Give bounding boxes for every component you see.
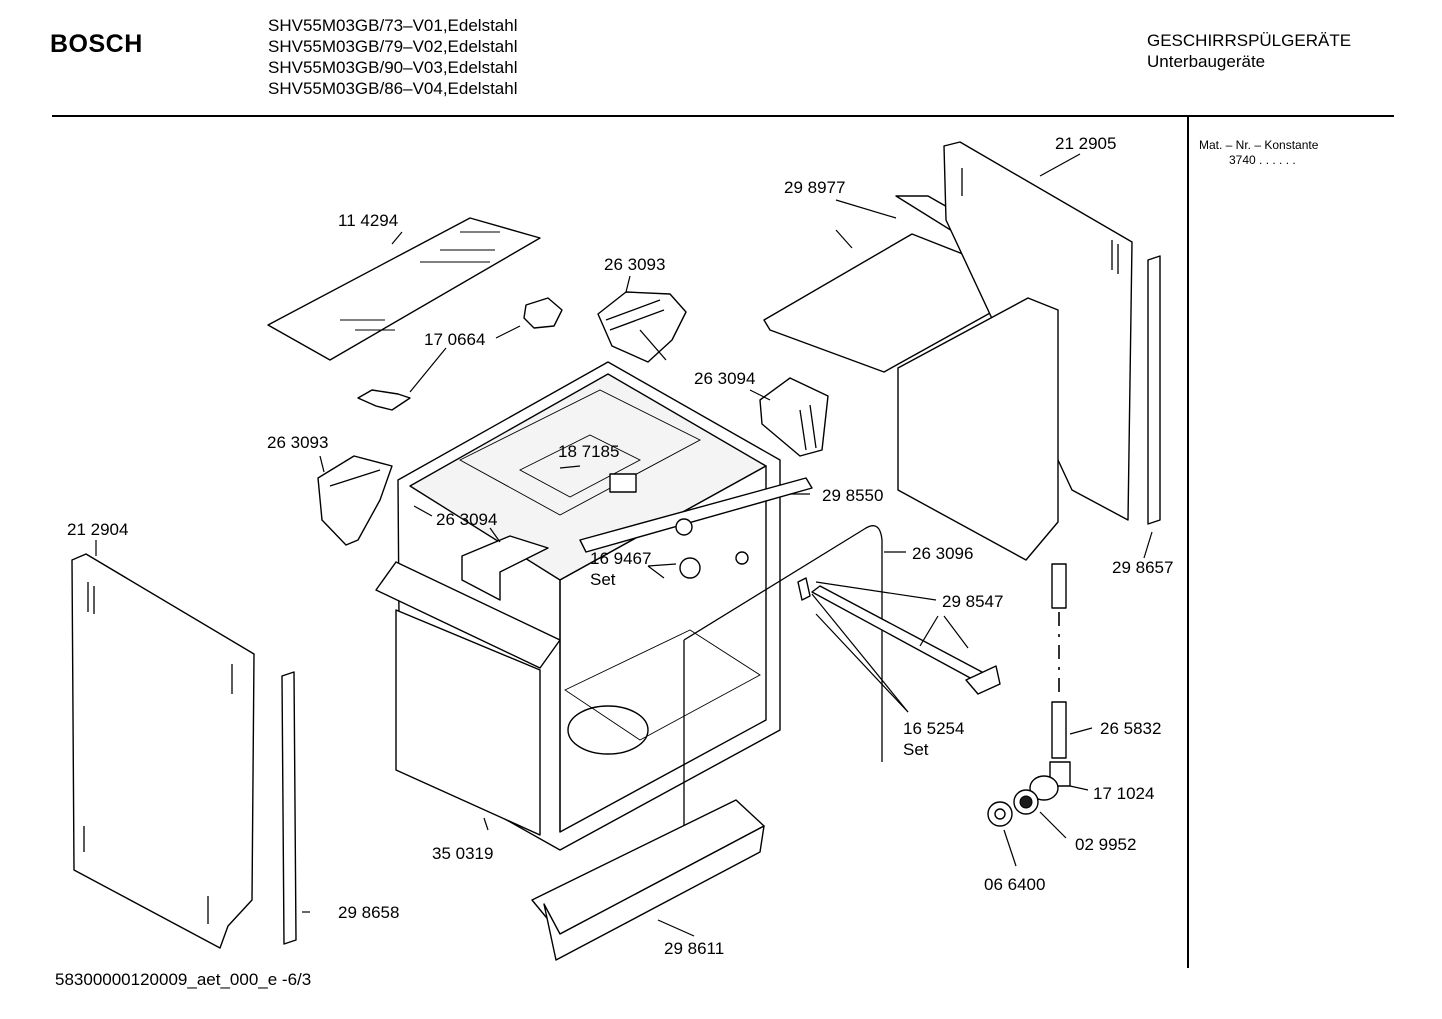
- model-line: SHV55M03GB/86–V04,Edelstahl: [268, 79, 518, 98]
- part-label: 21 2905: [1055, 134, 1117, 153]
- part-clip: [609, 473, 637, 493]
- part-mounting-brackets: [357, 297, 563, 411]
- part-front-panel: [375, 561, 561, 836]
- part-hinge-cover-left: [317, 455, 393, 546]
- part-label: 06 6400: [984, 875, 1046, 894]
- part-label: 17 1024: [1093, 784, 1155, 803]
- leader-lines: [95, 153, 1153, 937]
- model-line: SHV55M03GB/90–V03,Edelstahl: [268, 58, 518, 77]
- part-hinge-cover-right: [759, 377, 829, 457]
- part-fitting: [1029, 761, 1071, 801]
- brand-logo: BOSCH: [50, 30, 143, 58]
- side-note-value: 3740 . . . . . .: [1229, 153, 1296, 167]
- part-hose: [1051, 563, 1067, 759]
- part-label: 26 3096: [912, 544, 974, 563]
- part-side-panel-right: [897, 141, 1133, 561]
- part-seal-strip: [579, 477, 813, 553]
- part-label: 35 0319: [432, 844, 494, 863]
- part-label: 16 5254: [903, 719, 965, 738]
- part-label: 26 3094: [694, 369, 756, 388]
- part-spray-arm: [797, 577, 1001, 695]
- category-title: GESCHIRRSPÜLGERÄTE: [1147, 31, 1352, 50]
- part-label: Set: [903, 740, 929, 759]
- model-list: SHV55M03GB/73–V01,Edelstahl SHV55M03GB/7…: [268, 15, 518, 99]
- part-label: 18 7185: [558, 442, 620, 461]
- part-insulation-mat: [267, 217, 541, 361]
- side-note: Mat. – Nr. – Konstante 3740 . . . . . .: [1199, 138, 1318, 168]
- category-block: GESCHIRRSPÜLGERÄTE Unterbaugeräte: [1147, 30, 1351, 72]
- part-side-panel-left: [71, 553, 255, 949]
- part-label: 26 3094: [436, 510, 498, 529]
- category-subtitle: Unterbaugeräte: [1147, 52, 1266, 71]
- header-divider: [52, 115, 1394, 117]
- part-label: 29 8977: [784, 178, 846, 197]
- part-label: 02 9952: [1075, 835, 1137, 854]
- part-edge-strip-right: [1147, 255, 1161, 525]
- part-label: Set: [590, 570, 616, 589]
- part-label: 26 3093: [604, 255, 666, 274]
- part-label: 26 5832: [1100, 719, 1162, 738]
- part-label: 26 3093: [267, 433, 329, 452]
- part-hinge-cover-middle: [461, 535, 549, 601]
- part-label: 29 8611: [664, 939, 725, 958]
- part-door-seal: [683, 525, 883, 844]
- part-label: 29 8658: [338, 903, 400, 922]
- part-label: 29 8550: [822, 486, 884, 505]
- part-label: 17 0664: [424, 330, 486, 349]
- side-note-label: Mat. – Nr. – Konstante: [1199, 138, 1319, 152]
- part-hinge-cover-top: [597, 291, 687, 363]
- model-line: SHV55M03GB/79–V02,Edelstahl: [268, 37, 518, 56]
- part-label: 29 8547: [942, 592, 1004, 611]
- part-edge-strip-left: [281, 671, 297, 945]
- part-label: 16 9467: [590, 549, 652, 568]
- part-plinth-face: [543, 825, 765, 961]
- part-label: 21 2904: [67, 520, 129, 539]
- part-label: 11 4294: [338, 211, 399, 230]
- part-set-169467: [675, 518, 749, 579]
- side-divider: [1187, 116, 1189, 968]
- model-line: SHV55M03GB/73–V01,Edelstahl: [268, 16, 518, 35]
- part-label: 29 8657: [1112, 558, 1174, 577]
- footer-code: 58300000120009_aet_000_e -6/3: [55, 970, 312, 989]
